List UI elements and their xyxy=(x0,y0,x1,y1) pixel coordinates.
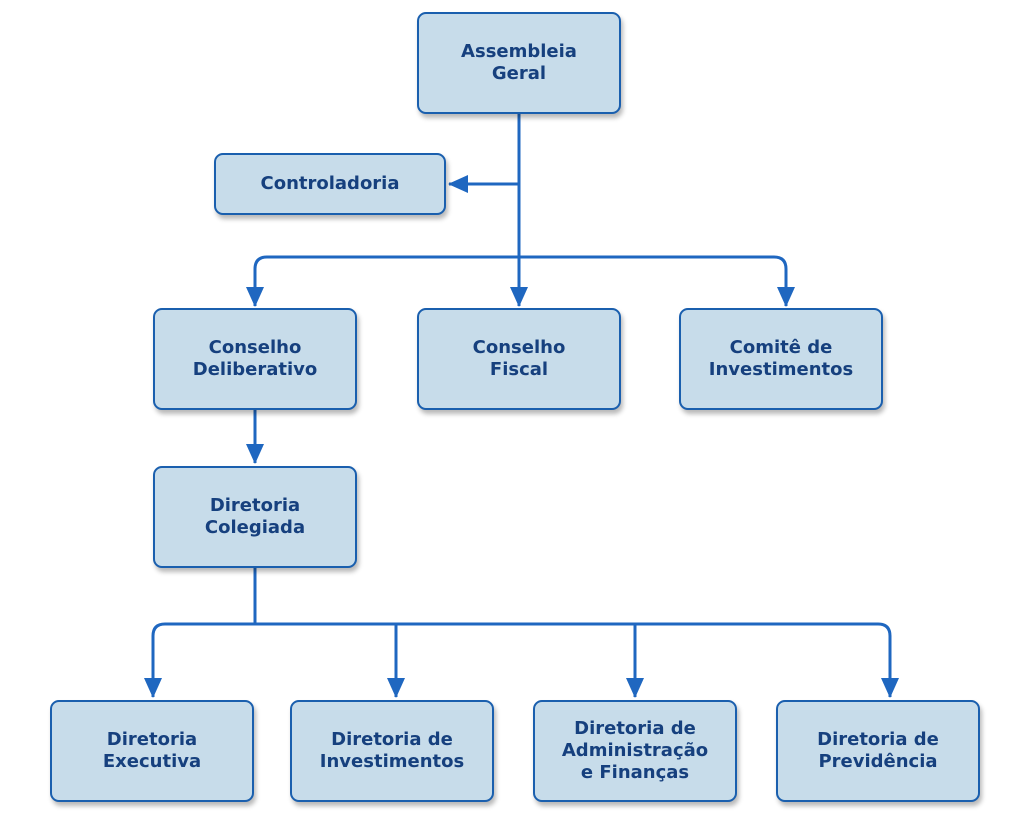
node-label: Diretoria Colegiada xyxy=(204,495,306,538)
node-comite-investimentos: Comitê de Investimentos xyxy=(679,308,883,410)
node-diretoria-previdencia: Diretoria de Previdência xyxy=(776,700,980,802)
node-label: Diretoria de Previdência xyxy=(817,729,939,772)
node-label: Diretoria Executiva xyxy=(102,729,202,772)
connector-branch-diretorias xyxy=(151,622,892,680)
node-label: Assembleia Geral xyxy=(461,41,577,84)
node-diretoria-investimentos: Diretoria de Investimentos xyxy=(290,700,494,802)
node-diretoria-adm-financas: Diretoria de Administração e Finanças xyxy=(533,700,737,802)
node-controladoria: Controladoria xyxy=(214,153,446,215)
node-diretoria-colegiada: Diretoria Colegiada xyxy=(153,466,357,568)
node-label: Comitê de Investimentos xyxy=(708,337,854,380)
node-assembleia-geral: Assembleia Geral xyxy=(417,12,621,114)
node-conselho-deliberativo: Conselho Deliberativo xyxy=(153,308,357,410)
node-label: Controladoria xyxy=(260,173,400,195)
node-label: Conselho Fiscal xyxy=(472,337,566,380)
node-conselho-fiscal: Conselho Fiscal xyxy=(417,308,621,410)
connector-branch-conselhos xyxy=(253,255,788,305)
node-label: Diretoria de Administração e Finanças xyxy=(561,718,709,783)
node-label: Diretoria de Investimentos xyxy=(319,729,465,772)
node-diretoria-executiva: Diretoria Executiva xyxy=(50,700,254,802)
node-label: Conselho Deliberativo xyxy=(192,337,318,380)
